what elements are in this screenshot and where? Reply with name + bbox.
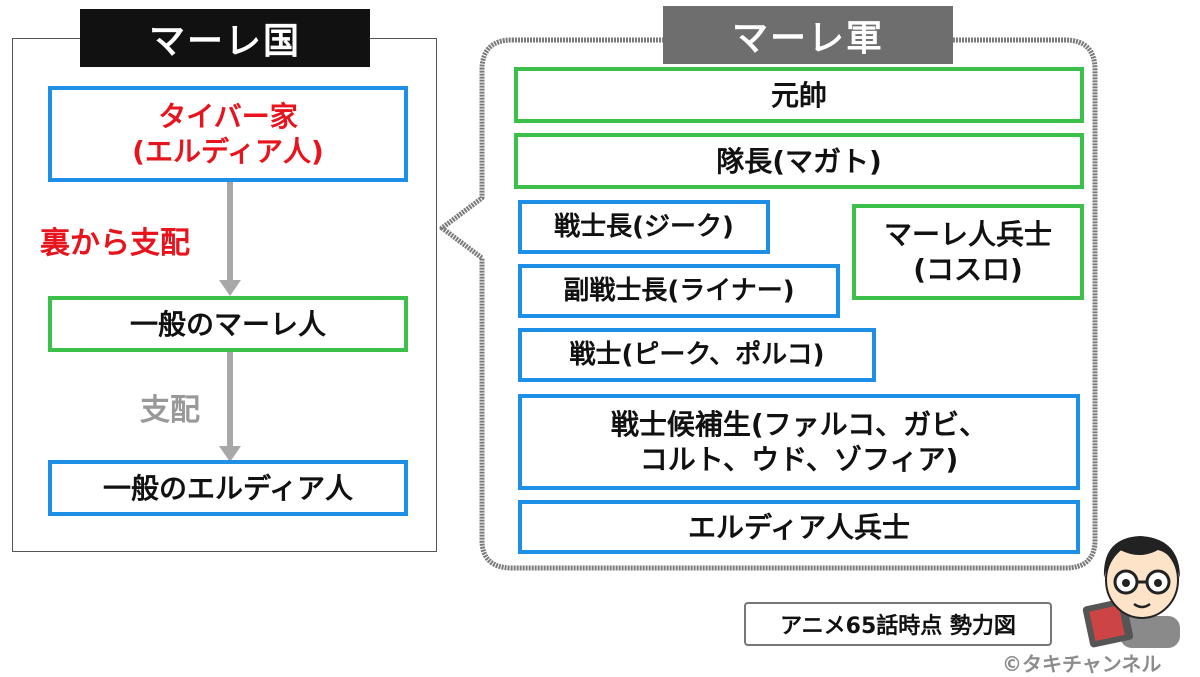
mascot-avatar	[1082, 536, 1180, 648]
caption-box: アニメ65話時点 勢力図	[744, 602, 1052, 646]
captain-box: 隊長(マガト)	[514, 133, 1084, 189]
general-marleyan-box: 一般のマーレ人	[48, 296, 408, 352]
warriors-box: 戦士(ピーク、ポルコ)	[518, 328, 876, 382]
marleyan-soldier-box: マーレ人兵士 (コスロ)	[852, 204, 1084, 300]
credit-text: ©タキチャンネル	[1002, 652, 1162, 676]
vice-warrior-chief-box: 副戦士長(ライナー)	[518, 264, 840, 318]
rule-label: 支配	[140, 393, 200, 428]
tybur-family-box: タイバー家 (エルディア人)	[48, 86, 408, 182]
marley-nation-title: マーレ国	[80, 9, 370, 67]
rule-behind-label: 裏から支配	[40, 226, 190, 261]
warrior-chief-box: 戦士長(ジーク)	[518, 200, 770, 254]
warrior-candidates-box: 戦士候補生(ファルコ、ガビ、 コルト、ウド、ゾフィア)	[518, 394, 1080, 490]
marley-army-title: マーレ軍	[663, 6, 953, 64]
marshal-box: 元帥	[514, 67, 1084, 123]
general-eldian-box: 一般のエルディア人	[48, 460, 408, 516]
eldian-soldiers-box: エルディア人兵士	[518, 500, 1080, 554]
